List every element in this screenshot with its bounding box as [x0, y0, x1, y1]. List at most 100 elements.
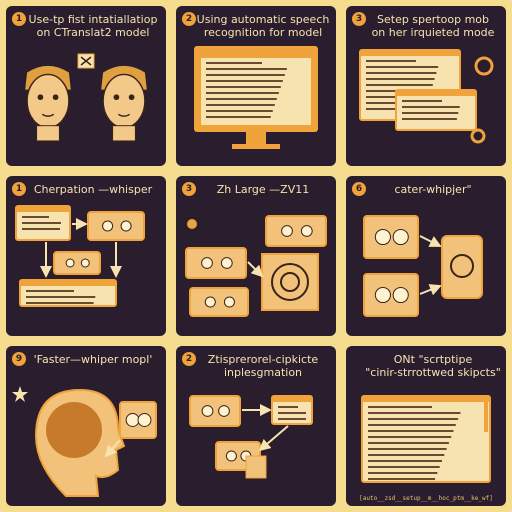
eye-icon — [113, 94, 120, 101]
code-line — [206, 110, 273, 112]
panel-title: on CTranslat2 model — [36, 26, 150, 39]
code-line — [366, 78, 435, 80]
close-icon — [80, 56, 92, 66]
code-line — [368, 436, 452, 438]
code-line — [368, 466, 440, 468]
code-line — [368, 412, 461, 414]
brain-icon — [46, 402, 102, 458]
speaker-icon — [225, 450, 237, 462]
window-titlebar — [362, 396, 490, 402]
panel-title: inplesgmation — [223, 366, 303, 379]
code-line — [366, 66, 439, 68]
code-line — [278, 406, 298, 408]
footer-caption: [auto__zsd__setup__m__hoc_ptm__ke_wf] — [359, 495, 493, 502]
monitor-base — [232, 144, 280, 149]
code-line — [402, 112, 459, 114]
code-line — [278, 412, 306, 414]
speaker-icon — [137, 413, 152, 427]
code-line — [26, 296, 96, 298]
waveform-icon — [271, 263, 309, 301]
panel-7: 9'Faster—whiper mopl' — [6, 346, 166, 506]
code-line — [26, 302, 94, 304]
step-number-badge: 2 — [182, 352, 196, 366]
code-line — [368, 424, 456, 426]
speaker-icon — [80, 258, 90, 268]
panel-title: Ztisprerorel-cipkicte — [207, 353, 319, 366]
step-number-badge: 9 — [12, 352, 26, 366]
panel-title: "cinir-strrottwed skipcts" — [365, 366, 501, 379]
panel-9: ONt "scrtptipe"cinir-strrottwed skipcts"… — [346, 346, 506, 506]
panel-illustration — [185, 215, 327, 317]
device-box — [185, 247, 247, 279]
waveform-box — [261, 253, 319, 311]
speaker-icon — [223, 296, 235, 308]
device-box — [265, 215, 327, 247]
panel-title: Using automatic speech — [196, 13, 330, 26]
arrow-icon — [419, 235, 442, 247]
arrow-icon — [247, 261, 264, 278]
speaker-icon — [201, 405, 214, 417]
device-box — [53, 251, 101, 275]
face-illustration — [25, 65, 71, 142]
step-number-badge: 6 — [352, 182, 366, 196]
eye-icon — [52, 94, 59, 101]
waveform-icon — [450, 254, 474, 278]
star-icon — [12, 386, 28, 402]
neck-shape — [36, 125, 60, 142]
neck-shape — [112, 125, 136, 142]
lock-icon — [245, 455, 267, 479]
phone-icon — [441, 235, 483, 299]
panel-title: on her irquieted mode — [371, 26, 495, 39]
arrow-icon — [104, 439, 121, 458]
monitor-stand — [246, 132, 266, 144]
code-line — [22, 228, 61, 230]
code-line — [402, 100, 442, 102]
code-line — [366, 60, 416, 62]
face-illustration — [101, 65, 147, 142]
code-line — [366, 72, 437, 74]
panel-illustration — [12, 386, 157, 497]
speaker-icon — [374, 286, 391, 304]
window-titlebar — [396, 90, 476, 96]
code-line — [368, 406, 432, 408]
speaker-icon — [281, 225, 293, 237]
panel-illustration — [15, 205, 145, 307]
step-number-badge: 3 — [182, 182, 196, 196]
head-shape — [26, 73, 70, 129]
code-line — [206, 86, 281, 88]
speaker-icon — [102, 220, 114, 232]
mouth-shape — [41, 113, 55, 117]
code-line — [368, 448, 447, 450]
speaker-icon — [300, 225, 313, 237]
code-line — [368, 454, 445, 456]
code-line — [368, 418, 459, 420]
scrollbar — [484, 402, 488, 432]
device-box — [363, 215, 419, 259]
speaker-icon — [218, 405, 230, 417]
arrow-icon — [258, 425, 289, 452]
device-box — [87, 211, 145, 241]
device-box — [189, 287, 249, 317]
panel-illustration — [25, 53, 147, 142]
code-line — [22, 222, 61, 224]
code-line — [206, 98, 277, 100]
code-line — [366, 84, 433, 86]
window-titlebar — [360, 50, 460, 56]
lightbulb-icon — [187, 219, 197, 229]
panel-illustration — [363, 215, 483, 317]
gear-icon — [474, 56, 494, 76]
arrow-icon — [419, 284, 442, 296]
code-line — [368, 442, 449, 444]
code-line — [368, 478, 436, 480]
step-number-badge: 3 — [352, 12, 366, 26]
eye-icon — [128, 94, 135, 101]
speaker-icon — [125, 413, 140, 427]
panel-illustration — [361, 395, 491, 483]
